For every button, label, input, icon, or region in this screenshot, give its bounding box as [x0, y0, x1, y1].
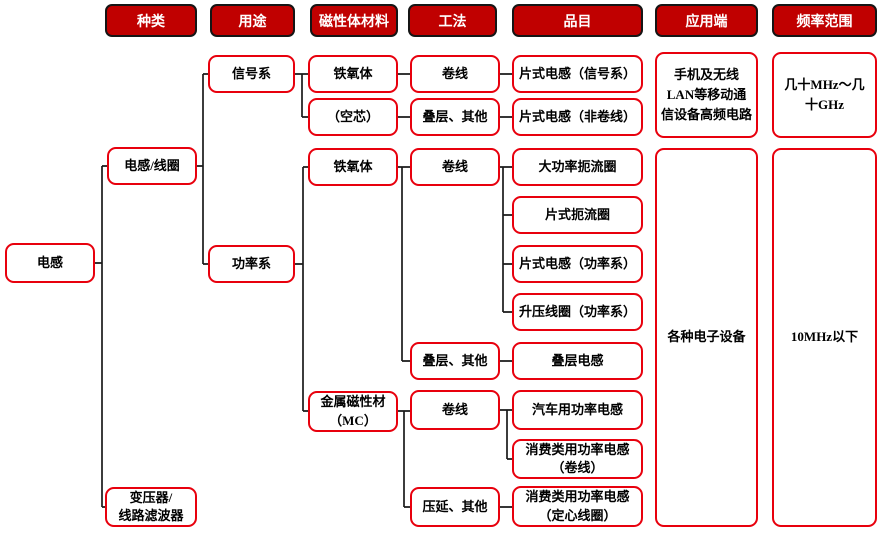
node-winding-power: 卷线 [410, 148, 500, 186]
node-laminate-other-signal: 叠层、其他 [410, 98, 500, 136]
node-ferrite-power: 铁氧体 [308, 148, 398, 186]
node-rolling-other: 压延、其他 [410, 487, 500, 527]
node-high-power-choke: 大功率扼流圈 [512, 148, 643, 186]
node-root-inductor: 电感 [5, 243, 95, 283]
node-freq-tens-mhz-to-ghz: 几十MHz～几十GHz [772, 52, 877, 138]
node-app-various-devices: 各种电子设备 [655, 148, 758, 527]
node-metal-magnetic-mc: 金属磁性材 （MC） [308, 391, 398, 432]
node-signal-series: 信号系 [208, 55, 295, 93]
node-transformer-line-filter: 变压器/ 线路滤波器 [105, 487, 197, 527]
header-type: 种类 [105, 4, 197, 37]
header-item: 品目 [512, 4, 643, 37]
node-ferrite-signal: 铁氧体 [308, 55, 398, 93]
node-consumer-power-inductor-fixed-core: 消费类用功率电感 （定心线圈） [512, 486, 643, 527]
node-winding-signal: 卷线 [410, 55, 500, 93]
node-inductor-coil: 电感/线圈 [107, 147, 197, 185]
header-material: 磁性体材料 [310, 4, 398, 37]
node-winding-metal: 卷线 [410, 390, 500, 430]
node-chip-inductor-power: 片式电感（功率系） [512, 245, 643, 283]
node-app-mobile-hf: 手机及无线LAN等移动通信设备高频电路 [655, 52, 758, 138]
connector-path [95, 73, 512, 508]
node-consumer-power-inductor-winding: 消费类用功率电感 （卷线） [512, 439, 643, 479]
node-chip-choke: 片式扼流圈 [512, 196, 643, 234]
node-laminate-other-power: 叠层、其他 [410, 342, 500, 380]
node-boost-coil-power: 升压线圈（功率系） [512, 293, 643, 331]
node-chip-inductor-nonwinding: 片式电感（非卷线） [512, 98, 643, 136]
node-automotive-power-inductor: 汽车用功率电感 [512, 390, 643, 430]
node-freq-below-10mhz: 10MHz以下 [772, 148, 877, 527]
node-laminated-inductor: 叠层电感 [512, 342, 643, 380]
header-application: 应用端 [655, 4, 758, 37]
node-power-series: 功率系 [208, 245, 295, 283]
header-process: 工法 [408, 4, 497, 37]
node-chip-inductor-signal: 片式电感（信号系） [512, 55, 643, 93]
node-air-core: （空芯） [308, 98, 398, 136]
header-frequency: 频率范围 [772, 4, 877, 37]
header-usage: 用途 [210, 4, 295, 37]
